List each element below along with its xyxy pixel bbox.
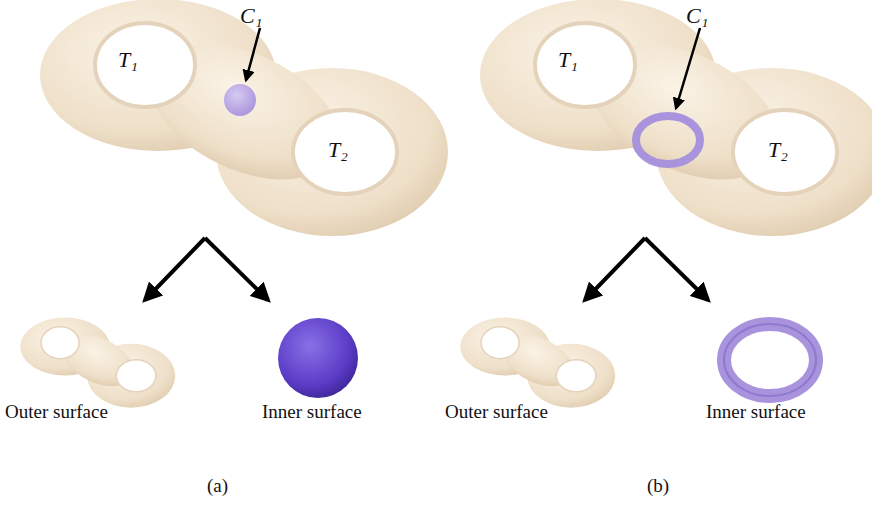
hole-label: T₂ (328, 138, 348, 162)
inner-torus (724, 324, 816, 396)
split-arrow (645, 238, 708, 300)
outer-surface (460, 318, 615, 408)
split-arrow (585, 238, 645, 300)
split-arrow (145, 238, 205, 300)
genus-two-surface (480, 0, 872, 236)
cavity-label: C₁ (686, 4, 708, 28)
part-caption: Outer surface (445, 402, 548, 423)
inner-sphere (278, 318, 358, 398)
outer-surface (20, 318, 175, 408)
panel-label: (a) (207, 476, 228, 497)
torus-cavity (636, 116, 700, 164)
sphere-cavity (224, 84, 256, 116)
leader-arrow (246, 28, 260, 80)
hole-label: T₁ (118, 48, 138, 72)
hole-label: T₁ (558, 48, 578, 72)
genus-two-surface (40, 0, 448, 236)
inner-torus-shade (724, 324, 816, 396)
part-caption: Inner surface (262, 402, 362, 423)
part-caption: Outer surface (5, 402, 108, 423)
split-arrow (205, 238, 268, 300)
hole-label: T₂ (768, 138, 788, 162)
cavity-label: C₁ (240, 4, 262, 28)
panel-label: (b) (647, 476, 669, 497)
part-caption: Inner surface (706, 402, 806, 423)
leader-arrow (676, 28, 700, 108)
